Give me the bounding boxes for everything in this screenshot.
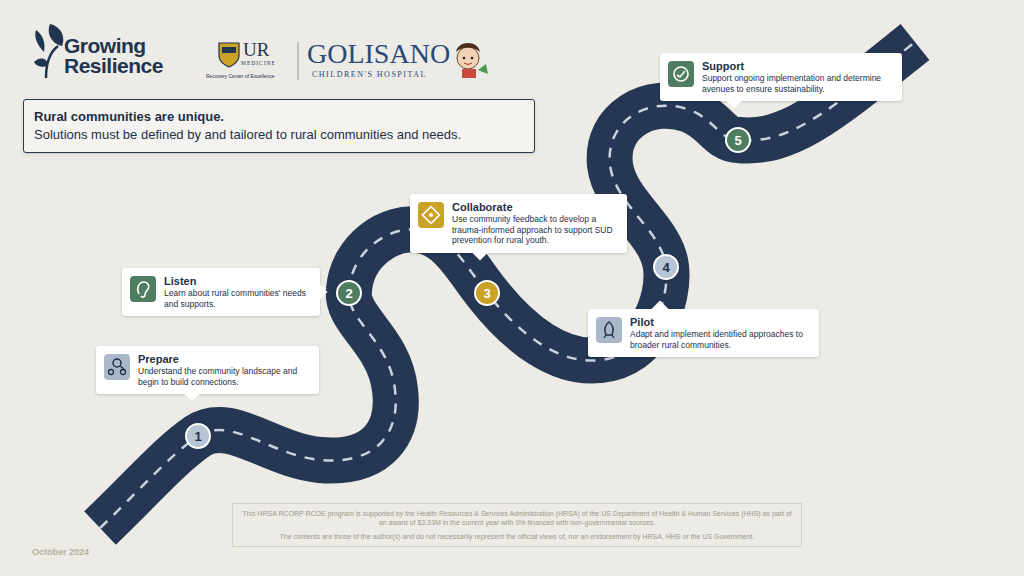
step-callout: CollaborateUse community feedback to dev… [410, 194, 627, 253]
message-text: Rural communities are unique. [34, 108, 524, 126]
note-text: The contents are those of the author(s) … [241, 532, 793, 541]
step-icon [104, 354, 130, 380]
step-description: Learn about rural communities' needs and… [164, 288, 312, 309]
message-box: Rural communities are unique.Solutions m… [23, 99, 535, 153]
logo-subtext: CHILDREN'S HOSPITAL [312, 70, 462, 79]
date-label: October 2024 [32, 547, 132, 557]
step-icon [130, 276, 156, 302]
step-number: 5 [725, 127, 751, 153]
note-text: This HRSA RCORP RCOE program is supporte… [241, 509, 793, 527]
step-number: 1 [185, 423, 211, 449]
step-icon [596, 317, 622, 343]
step-description: Support ongoing implementation and deter… [702, 73, 894, 94]
step-heading: Listen [164, 275, 312, 288]
callout-pointer [311, 284, 328, 301]
callout-number: 5 [734, 133, 741, 148]
ur-shield [219, 43, 239, 67]
step-heading: Pilot [630, 316, 811, 329]
child-cartoon [456, 43, 488, 78]
logo-wordmark: UR [243, 40, 293, 60]
step-description: Use community feedback to develop a trau… [452, 214, 619, 246]
callout-number: 1 [194, 429, 201, 444]
step-text: SupportSupport ongoing implementation an… [702, 60, 894, 94]
step-text: PrepareUnderstand the community landscap… [138, 353, 311, 387]
step-heading: Collaborate [452, 201, 619, 214]
callout-number: 3 [483, 286, 490, 301]
step-text: ListenLearn about rural communities' nee… [164, 275, 312, 309]
step-icon [668, 61, 694, 87]
step-description: Adapt and implement identified approache… [630, 329, 811, 350]
step-description: Understand the community landscape and b… [138, 366, 311, 387]
step-callout: SupportSupport ongoing implementation an… [660, 53, 902, 101]
leaf-logo [34, 24, 63, 78]
step-callout: ListenLearn about rural communities' nee… [122, 268, 320, 316]
step-text: CollaborateUse community feedback to dev… [452, 201, 619, 246]
icon-glyph [130, 276, 156, 302]
logo-subtext: Recovery Center of Excellence [206, 73, 296, 79]
step-icon [418, 202, 444, 228]
logo-wordmark: Growing Resilience [64, 36, 174, 76]
funding-note: This HRSA RCORP RCOE program is supporte… [232, 503, 802, 547]
icon-glyph [104, 354, 130, 380]
icon-glyph [668, 61, 694, 87]
step-heading: Support [702, 60, 894, 73]
step-number: 2 [336, 280, 362, 306]
logo-wordmark: GOLISANO [307, 40, 467, 68]
step-callout: PilotAdapt and implement identified appr… [588, 309, 819, 357]
step-number: 4 [653, 254, 679, 280]
icon-glyph [418, 202, 444, 228]
logo-divider [298, 42, 299, 80]
icon-glyph [596, 317, 622, 343]
step-callout: PrepareUnderstand the community landscap… [96, 346, 319, 394]
callout-number: 2 [345, 286, 352, 301]
callout-number: 4 [662, 260, 669, 275]
callout-pointer [184, 385, 201, 402]
step-number: 3 [474, 280, 500, 306]
logo-subtext: MEDICINE [241, 60, 295, 66]
callout-pointer [726, 92, 743, 109]
step-text: PilotAdapt and implement identified appr… [630, 316, 811, 350]
step-heading: Prepare [138, 353, 311, 366]
message-text: Solutions must be defined by and tailore… [34, 126, 524, 144]
